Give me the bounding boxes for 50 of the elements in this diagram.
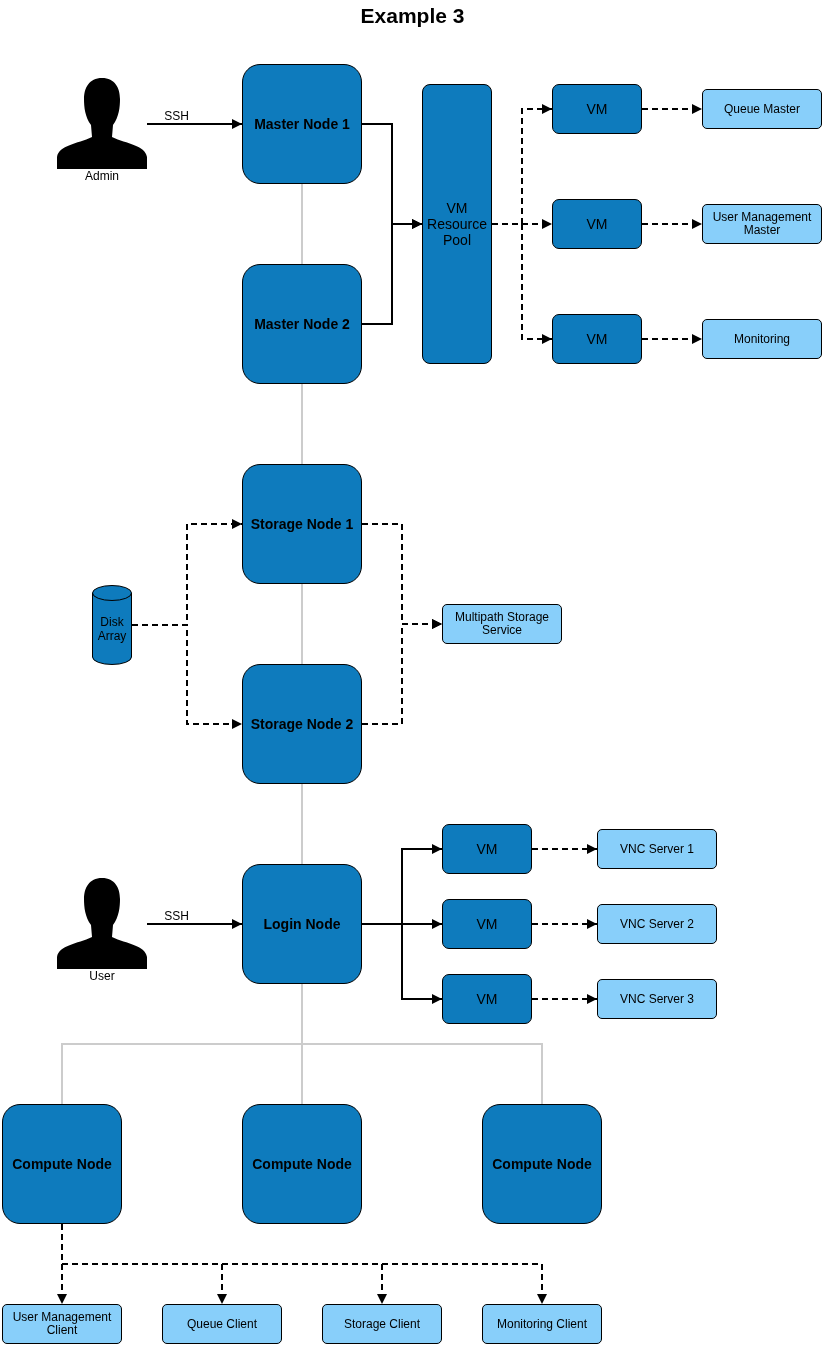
server-node-box: Compute Node — [482, 1104, 602, 1224]
service-box: VNC Server 1 — [597, 829, 717, 869]
service-box: Queue Client — [162, 1304, 282, 1344]
arrow — [146, 919, 243, 929]
person-label: User — [89, 969, 115, 983]
connector-line — [301, 383, 303, 465]
service-box: Monitoring — [702, 319, 822, 359]
server-node-box: Login Node — [242, 864, 362, 984]
diagram-title: Example 3 — [359, 3, 466, 29]
service-box: VNC Server 2 — [597, 904, 717, 944]
edge-label: SSH — [162, 109, 191, 123]
service-box: Queue Master — [702, 89, 822, 129]
vm-box: VM — [442, 899, 532, 949]
arrow — [361, 619, 443, 725]
person-label: Admin — [85, 169, 119, 183]
arrow — [361, 923, 443, 1004]
server-node-box: Master Node 1 — [242, 64, 362, 184]
node-label: Disk Array — [96, 615, 128, 643]
server-node-box: Storage Node 2 — [242, 664, 362, 784]
arrow — [146, 119, 243, 129]
service-box: User Management Client — [2, 1304, 122, 1344]
arrow — [361, 219, 423, 325]
arrow — [531, 994, 598, 1004]
arrow — [641, 219, 703, 229]
arrow — [641, 104, 703, 114]
resource-pool-box: VM Resource Pool — [422, 84, 492, 364]
vm-box: VM — [442, 974, 532, 1024]
arrow — [491, 223, 553, 344]
arrow — [531, 919, 598, 929]
connector-line — [301, 783, 303, 865]
arrow — [131, 624, 243, 729]
vm-box: VM — [442, 824, 532, 874]
server-node-box: Storage Node 1 — [242, 464, 362, 584]
connector-line — [301, 983, 543, 1105]
arrow — [641, 334, 703, 344]
service-box: User Management Master — [702, 204, 822, 244]
service-box: Monitoring Client — [482, 1304, 602, 1344]
vm-box: VM — [552, 314, 642, 364]
server-node-box: Compute Node — [242, 1104, 362, 1224]
edge-label: SSH — [162, 909, 191, 923]
vm-box: VM — [552, 84, 642, 134]
vm-box: VM — [552, 199, 642, 249]
service-box: Multipath Storage Service — [442, 604, 562, 644]
connector-line — [301, 583, 303, 665]
connector-line — [301, 183, 303, 265]
arrow — [531, 844, 598, 854]
server-node-box: Master Node 2 — [242, 264, 362, 384]
service-box: VNC Server 3 — [597, 979, 717, 1019]
server-node-box: Compute Node — [2, 1104, 122, 1224]
service-box: Storage Client — [322, 1304, 442, 1344]
